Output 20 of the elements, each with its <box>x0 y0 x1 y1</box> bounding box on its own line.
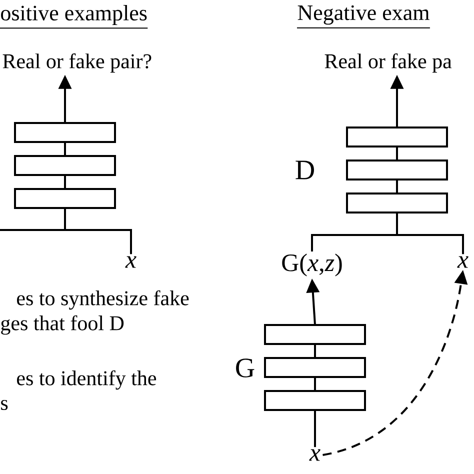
connector-line <box>396 212 464 254</box>
connector-line <box>314 410 316 448</box>
description-text: es to synthesize fake <box>17 290 189 310</box>
description-text: es to identify the <box>17 370 156 390</box>
description-text: s <box>1 400 8 410</box>
output-label: Real or fake pa <box>324 53 452 73</box>
variable-label: x <box>457 256 468 268</box>
network-label: D <box>296 160 314 180</box>
layer-stack <box>264 324 366 411</box>
layer-stack <box>14 122 116 209</box>
layer-stack <box>346 126 448 214</box>
output-label: Real or fake pair? <box>2 53 152 73</box>
network-label: G <box>236 358 254 378</box>
connector-line <box>0 208 66 231</box>
variable-label: G(x,z) <box>282 254 342 276</box>
section-heading: ositive examples <box>0 5 148 29</box>
variable-label: x <box>125 256 136 268</box>
variable-label: x <box>309 449 320 461</box>
section-heading: Negative exam <box>296 5 430 28</box>
description-text: ges that fool D <box>1 315 124 335</box>
